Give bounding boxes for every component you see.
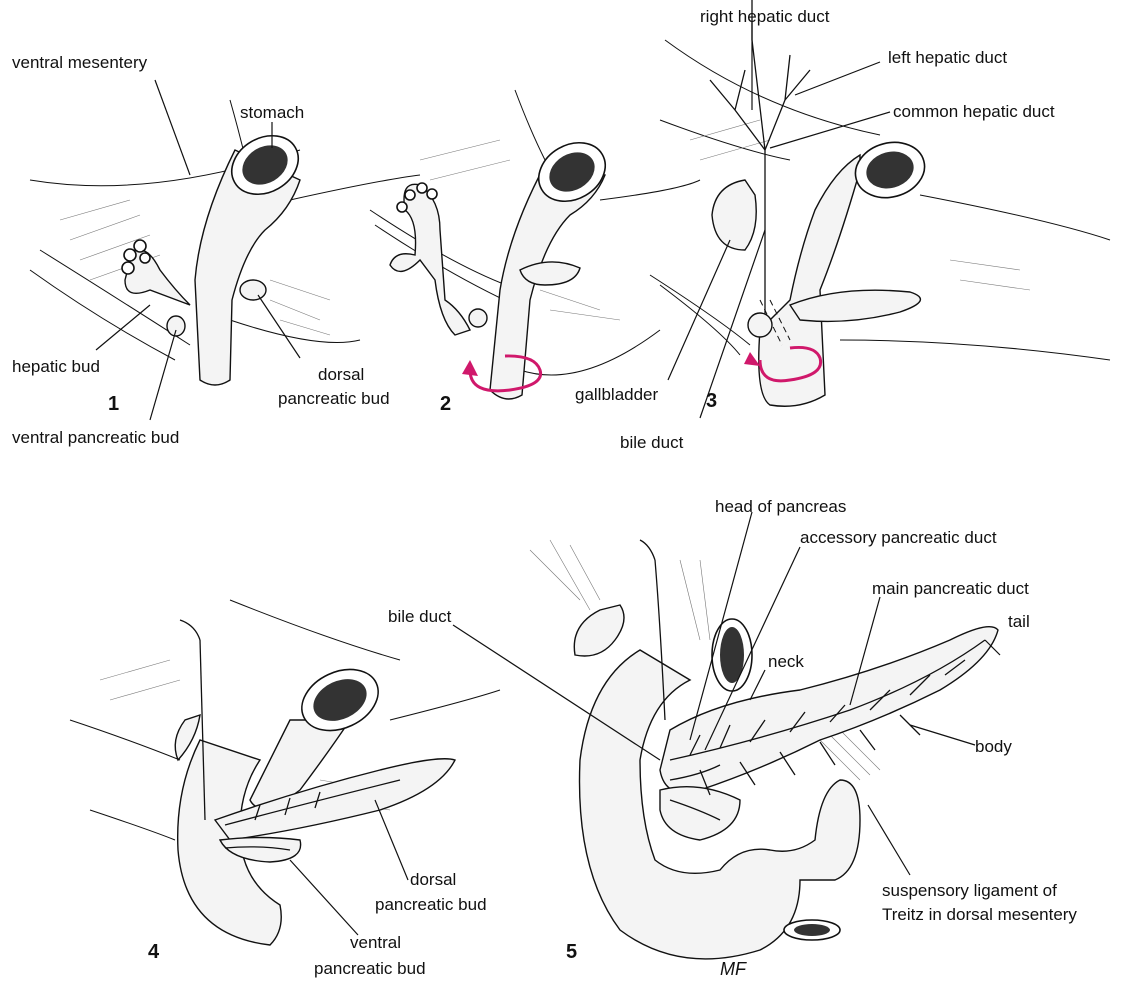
panel-2: 2 (370, 90, 700, 415)
panel-number-2: 2 (440, 393, 451, 415)
label-left-hepatic-duct: left hepatic duct (888, 48, 1007, 67)
label-bile-duct-3: bile duct (620, 433, 684, 452)
label-stomach: stomach (240, 103, 304, 122)
label-ventral-pancreatic-bud-4a: ventral (350, 933, 401, 952)
label-bile-duct-5: bile duct (388, 607, 452, 626)
panel-1: ventral mesentery stomach hepatic bud ve… (12, 53, 420, 447)
panel-number-3: 3 (706, 390, 717, 412)
panel-4: dorsal pancreatic bud ventral pancreatic… (70, 600, 500, 978)
panel-5: MF head of pancreas accessory pancreatic… (388, 497, 1077, 979)
panel-number-5: 5 (566, 941, 577, 963)
label-head-of-pancreas: head of pancreas (715, 497, 846, 516)
label-dorsal-pancreatic-bud-4a: dorsal (410, 870, 456, 889)
label-accessory-pancreatic-duct: accessory pancreatic duct (800, 528, 997, 547)
label-body: body (975, 737, 1012, 756)
label-neck: neck (768, 652, 804, 671)
label-ventral-mesentery: ventral mesentery (12, 53, 148, 72)
panel-number-4: 4 (148, 941, 160, 963)
label-hepatic-bud: hepatic bud (12, 357, 100, 376)
panel-number-1: 1 (108, 393, 119, 415)
label-suspensory-ligament-a: suspensory ligament of (882, 881, 1057, 900)
label-dorsal-pancreatic-bud-4b: pancreatic bud (375, 895, 487, 914)
label-tail: tail (1008, 612, 1030, 631)
label-ventral-pancreatic-bud-1: ventral pancreatic bud (12, 428, 179, 447)
label-ventral-pancreatic-bud-4b: pancreatic bud (314, 959, 426, 978)
label-gallbladder: gallbladder (575, 385, 659, 404)
panel-3: right hepatic duct left hepatic duct com… (575, 0, 1110, 452)
label-dorsal-pancreatic-bud-1a: dorsal (318, 365, 364, 384)
label-main-pancreatic-duct: main pancreatic duct (872, 579, 1029, 598)
label-right-hepatic-duct: right hepatic duct (700, 7, 830, 26)
label-dorsal-pancreatic-bud-1b: pancreatic bud (278, 389, 390, 408)
artist-signature: MF (720, 959, 747, 979)
label-suspensory-ligament-b: Treitz in dorsal mesentery (882, 905, 1077, 924)
label-common-hepatic-duct: common hepatic duct (893, 102, 1055, 121)
